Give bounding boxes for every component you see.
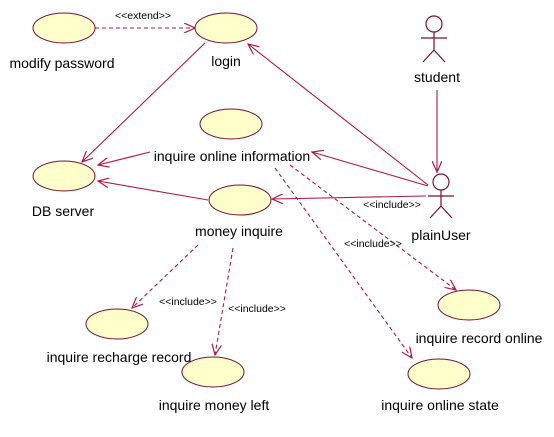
stereotype-include-money-left: <<include>> [228,303,286,315]
label-inquire-recharge-record: inquire recharge record [47,349,192,365]
use-case-inquire-recharge-record[interactable] [85,308,149,340]
label-inquire-money-left: inquire money left [159,397,270,413]
assoc-info-dbserver [98,151,151,165]
include-money-left [215,247,234,355]
label-inquire-online-information: inquire online information [154,148,310,164]
use-case-modify-password[interactable] [32,12,96,44]
include-money-recharge [132,244,199,308]
label-actor-plainuser: plainUser [411,227,470,243]
label-db-server: DB server [32,203,95,219]
assoc-plainuser-info [312,152,429,187]
assoc-plainuser-login [248,44,429,186]
use-case-inquire-online-state[interactable] [407,358,471,390]
use-case-money-inquire[interactable] [208,184,272,216]
actor-plainuser-icon[interactable] [428,173,454,219]
label-modify-password: modify password [9,55,114,71]
use-case-inquire-record-online[interactable] [437,289,501,321]
label-login: login [211,53,241,69]
assoc-login-dbserver [82,42,206,162]
assoc-money-dbserver [98,181,209,201]
use-case-inquire-money-left[interactable] [181,356,245,388]
label-money-inquire: money inquire [195,223,283,239]
label-inquire-online-state: inquire online state [381,397,499,413]
use-case-login[interactable] [194,12,258,44]
stereotype-include-info-state: <<include>> [344,238,402,250]
stereotype-include-money-recharge: <<include>> [159,296,217,308]
label-actor-student: student [414,69,460,85]
label-inquire-record-online: inquire record online [416,330,543,346]
use-case-db-server[interactable] [32,160,96,192]
use-case-inquire-online-information[interactable] [199,108,263,140]
stereotype-extend: <<extend>> [115,10,171,22]
actor-student-icon[interactable] [421,15,447,63]
stereotype-include-plainuser-money: <<include>> [363,199,421,211]
relationships [82,28,456,358]
